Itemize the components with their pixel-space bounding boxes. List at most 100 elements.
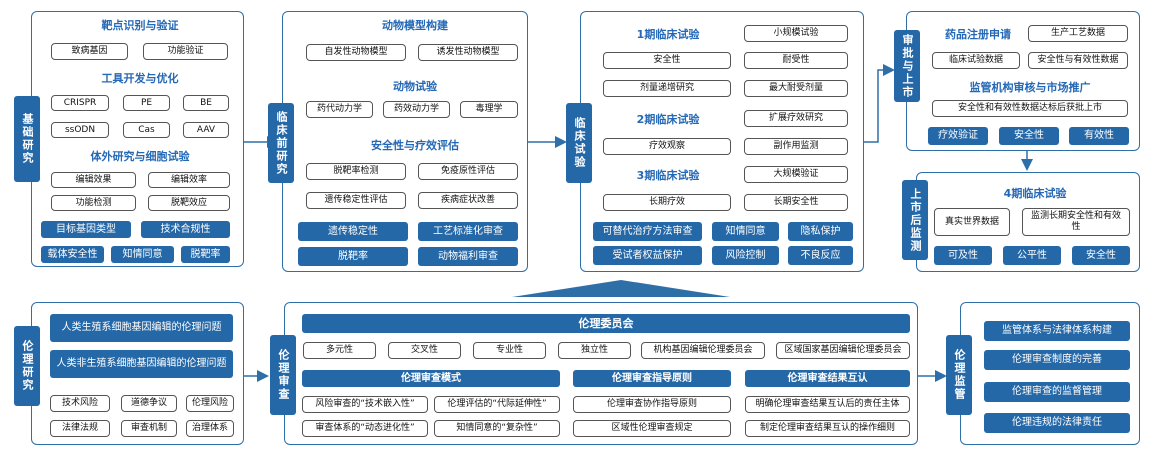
preclinical-h3-item-0: 脱靶率检测 xyxy=(306,163,406,180)
clinical-p3-right: 大规模验证 xyxy=(744,166,848,183)
postmarket-blue-1: 公平性 xyxy=(1003,246,1061,265)
ethics-supervision-item-1: 伦理审查制度的完善 xyxy=(984,350,1130,370)
basic-h3-item-0: 编辑效果 xyxy=(51,172,136,188)
preclinical-h1-item-1: 诱发性动物模型 xyxy=(418,44,518,61)
basic-h3-item-2: 功能检测 xyxy=(51,195,136,211)
ethics-research-item-2: 伦理风险 xyxy=(186,395,234,412)
basic-research-tab: 基础研究 xyxy=(14,96,40,182)
clinical-p2-item-1: 副作用监测 xyxy=(744,138,848,155)
clinical-p1-right: 小规模试验 xyxy=(744,25,848,42)
clinical-p1-item-1: 耐受性 xyxy=(744,52,848,69)
approval-item1-0: 临床试验数据 xyxy=(932,52,1020,69)
preclinical-blue-0: 遗传稳定性 xyxy=(298,222,408,241)
clinical-p1-item-3: 最大耐受剂量 xyxy=(744,80,848,97)
basic-h2-item-4: Cas xyxy=(123,122,170,138)
basic-blue-1: 技术合规性 xyxy=(141,221,230,238)
basic-h2: 工具开发与优化 xyxy=(101,72,179,85)
clinical-p2: 2期临床试验 xyxy=(636,113,700,126)
clinical-p3-item-0: 长期疗效 xyxy=(603,194,731,211)
preclinical-h2-item-0: 药代动力学 xyxy=(306,101,373,118)
ethics-guide-header: 伦理审查指导原则 xyxy=(573,370,731,387)
ethics-committee-bar: 伦理委员会 xyxy=(302,314,910,333)
clinical-p1-item-0: 安全性 xyxy=(603,52,731,69)
ethics-guide-item-1: 区域性伦理审查规定 xyxy=(573,420,731,437)
approval-wide: 安全性和有效性数据达标后获批上市 xyxy=(932,100,1128,117)
approval-blue-2: 有效性 xyxy=(1069,127,1129,145)
basic-blue-3: 知情同意 xyxy=(111,246,174,263)
clinical-p2-item-0: 疗效观察 xyxy=(603,138,731,155)
basic-h2-item-3: ssODN xyxy=(51,122,109,138)
preclinical-h1-item-0: 自发性动物模型 xyxy=(306,44,406,61)
postmarket-blue-2: 安全性 xyxy=(1072,246,1130,265)
preclinical-blue-1: 工艺标准化审查 xyxy=(418,222,518,241)
ethics-mutual-header: 伦理审查结果互认 xyxy=(745,370,910,387)
basic-h1-item-1: 功能验证 xyxy=(143,43,228,60)
postmarket-item-0: 真实世界数据 xyxy=(934,208,1010,236)
ethics-mode-item-2: 审查体系的“动态进化性” xyxy=(302,420,428,437)
approval-h1: 药品注册申请 xyxy=(945,28,1011,41)
clinical-p3: 3期临床试验 xyxy=(636,169,700,182)
ethics-supervision-item-2: 伦理审查的监督管理 xyxy=(984,382,1130,402)
ethics-research-item-0: 技术风险 xyxy=(50,395,110,412)
ethics-trait-4: 机构基因编辑伦理委员会 xyxy=(641,342,765,359)
approval-h2: 监管机构审核与市场推广 xyxy=(969,81,1091,94)
basic-h2-item-5: AAV xyxy=(183,122,229,138)
ethics-mutual-item-1: 制定伦理审查结果互认的操作细则 xyxy=(745,420,910,437)
basic-h2-item-1: PE xyxy=(123,95,170,111)
basic-h3: 体外研究与细胞试验 xyxy=(90,150,190,163)
preclinical-h3-item-1: 免疫原性评估 xyxy=(418,163,518,180)
ethics-supervision-tab: 伦理监管 xyxy=(946,335,972,415)
preclinical-blue-2: 脱靶率 xyxy=(298,247,408,266)
ethics-mode-header: 伦理审查模式 xyxy=(302,370,560,387)
clinical-blue-3: 受试者权益保护 xyxy=(593,246,702,265)
clinical-blue-5: 不良反应 xyxy=(788,246,853,265)
clinical-p3-item-1: 长期安全性 xyxy=(744,194,848,211)
basic-h3-item-1: 编辑效率 xyxy=(148,172,230,188)
ethics-research-blue-0: 人类生殖系细胞基因编辑的伦理问题 xyxy=(50,314,233,342)
approval-blue-1: 安全性 xyxy=(999,127,1059,145)
preclinical-tab: 临床前研究 xyxy=(268,103,294,183)
ethics-trait-0: 多元性 xyxy=(303,342,376,359)
clinical-blue-2: 隐私保护 xyxy=(788,222,853,241)
ethics-trait-1: 交叉性 xyxy=(388,342,461,359)
postmarket-blue-0: 可及性 xyxy=(934,246,992,265)
ethics-research-item-1: 道德争议 xyxy=(121,395,177,412)
ethics-trait-5: 区域国家基因编辑伦理委员会 xyxy=(776,342,910,359)
preclinical-blue-3: 动物福利审查 xyxy=(418,247,518,266)
basic-h1: 靶点识别与验证 xyxy=(101,19,179,32)
approval-tab: 审批与上市 xyxy=(894,30,920,102)
postmarket-tab: 上市后监测 xyxy=(902,180,928,260)
preclinical-h2: 动物试验 xyxy=(393,80,437,93)
basic-h3-item-3: 脱靶效应 xyxy=(148,195,230,211)
basic-h2-item-0: CRISPR xyxy=(51,95,109,111)
arrow-clinical-to-approval xyxy=(864,64,895,143)
preclinical-h3-item-3: 疾病症状改善 xyxy=(418,192,518,209)
ethics-review-tab: 伦理审查 xyxy=(270,335,296,415)
ethics-supervision-item-0: 监管体系与法律体系构建 xyxy=(984,321,1130,341)
clinical-tab: 临床试验 xyxy=(566,103,592,183)
basic-blue-0: 目标基因类型 xyxy=(41,221,131,238)
preclinical-h2-item-2: 毒理学 xyxy=(460,101,518,118)
postmarket-h1: 4期临床试验 xyxy=(1003,187,1067,200)
preclinical-h2-item-1: 药效动力学 xyxy=(383,101,450,118)
ethics-mode-item-3: 知情同意的“复杂性” xyxy=(434,420,560,437)
basic-blue-2: 载体安全性 xyxy=(41,246,104,263)
clinical-blue-0: 可替代治疗方法审查 xyxy=(593,222,702,241)
clinical-blue-4: 风险控制 xyxy=(712,246,779,265)
ethics-research-item-5: 治理体系 xyxy=(186,420,234,437)
basic-h2-item-2: BE xyxy=(183,95,229,111)
ethics-mode-item-0: 风险审查的“技术嵌入性” xyxy=(302,396,428,413)
clinical-blue-1: 知情同意 xyxy=(712,222,779,241)
ethics-trait-2: 专业性 xyxy=(473,342,546,359)
preclinical-h1: 动物模型构建 xyxy=(382,19,448,32)
postmarket-item-1: 监测长期安全性和有效性 xyxy=(1022,208,1130,236)
ethics-supervision-item-3: 伦理违规的法律责任 xyxy=(984,413,1130,433)
upward-triangle xyxy=(512,280,730,297)
ethics-mode-item-1: 伦理评估的“代际延伸性” xyxy=(434,396,560,413)
ethics-research-blue-1: 人类非生殖系细胞基因编辑的伦理问题 xyxy=(50,350,233,378)
ethics-mutual-item-0: 明确伦理审查结果互认后的责任主体 xyxy=(745,396,910,413)
ethics-research-tab: 伦理研究 xyxy=(14,326,40,406)
basic-h1-item-0: 致病基因 xyxy=(51,43,128,60)
clinical-p1: 1期临床试验 xyxy=(636,28,700,41)
